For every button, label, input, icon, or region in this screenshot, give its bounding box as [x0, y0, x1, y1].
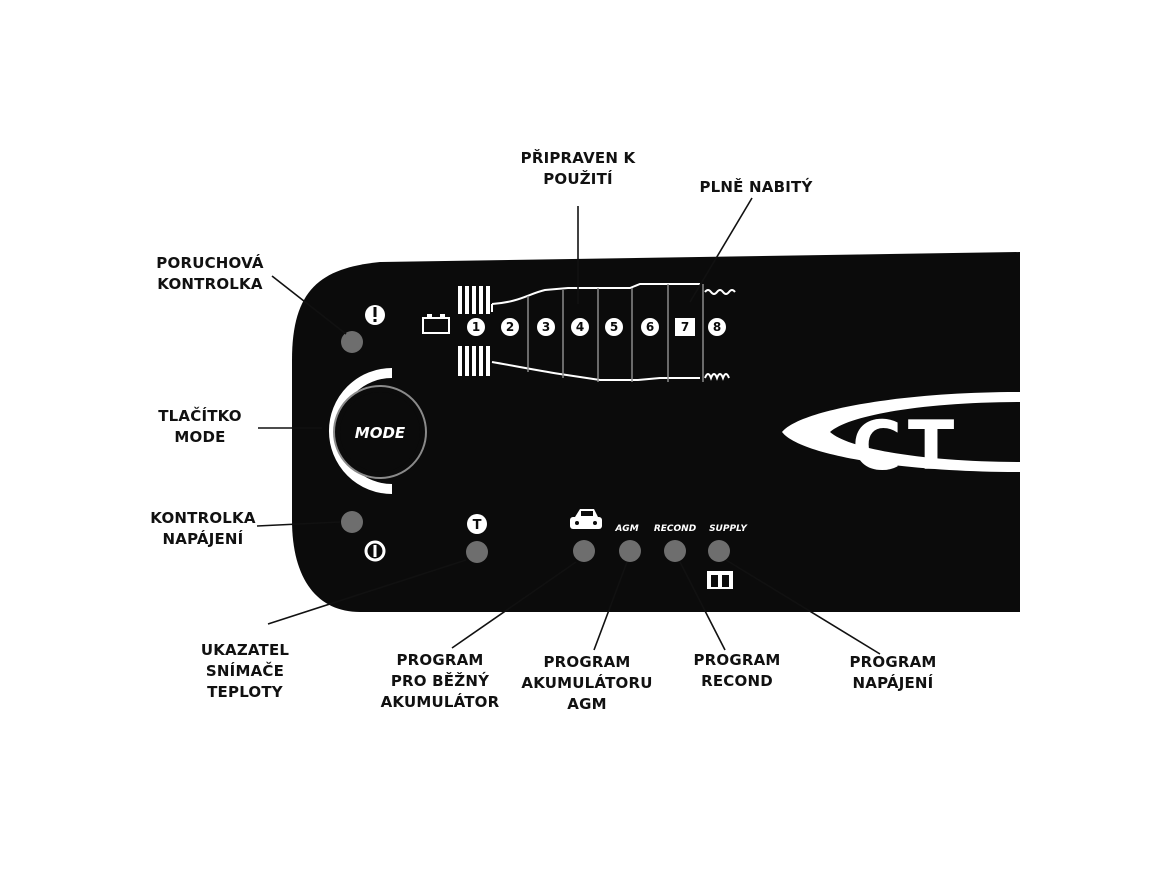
step-indicators: 1 2 3 4 5 6 7 8	[465, 316, 728, 338]
thermometer-icon	[467, 514, 487, 534]
lamp-recond	[664, 540, 686, 562]
step-6-number: 6	[646, 320, 654, 334]
label-program-recond-line-2: RECOND	[701, 672, 773, 690]
label-mode-button: TLAČÍTKO MODE	[145, 406, 255, 448]
mode-button[interactable]: MODE	[329, 368, 427, 494]
step-5-number: 5	[610, 320, 618, 334]
mode-button-label: MODE	[355, 424, 406, 442]
car-icon	[570, 509, 602, 529]
brand-logo-text: CT	[852, 407, 960, 486]
step-7-number: 7	[681, 320, 689, 334]
step-8-number: 8	[713, 320, 721, 334]
label-program-agm-line-3: AGM	[567, 695, 607, 713]
label-program-agm-line-2: AKUMULÁTORU	[521, 674, 653, 692]
label-program-recond: PROGRAM RECOND	[672, 650, 802, 692]
temperature-symbol: T	[473, 518, 482, 533]
lamp-supply	[708, 540, 730, 562]
label-program-supply-line-1: PROGRAM	[849, 653, 937, 671]
step-8	[706, 316, 728, 338]
power-indicator	[341, 511, 386, 562]
step-7	[673, 316, 697, 338]
label-program-agm: PROGRAM AKUMULÁTORU AGM	[512, 652, 662, 715]
label-mode-button-line-2: MODE	[174, 428, 226, 446]
step-5	[603, 316, 625, 338]
error-lamp	[341, 331, 363, 353]
error-indicator	[341, 305, 385, 353]
label-mode-button-line-1: TLAČÍTKO	[158, 407, 242, 425]
label-fully-charged: PLNĚ NABITÝ	[676, 177, 836, 198]
label-program-agm-line-1: PROGRAM	[543, 653, 631, 671]
step-3	[535, 316, 557, 338]
label-ready-to-use-line-1: PŘIPRAVEN K	[520, 149, 636, 167]
battery-icon	[422, 314, 450, 334]
label-program-supply-line-2: NAPÁJENÍ	[852, 674, 934, 692]
label-power-lamp-line-1: KONTROLKA	[150, 509, 256, 527]
label-ready-to-use-line-2: POUŽITÍ	[543, 170, 613, 188]
label-temp-sensor: UKAZATEL SNÍMAČE TEPLOTY	[185, 640, 305, 703]
label-fully-charged-line-1: PLNĚ NABITÝ	[699, 178, 813, 196]
step-1	[465, 316, 487, 338]
mode-agm-label: AGM	[614, 524, 638, 534]
step-3-number: 3	[542, 320, 550, 334]
label-temp-sensor-line-2: SNÍMAČE	[205, 662, 285, 680]
label-program-recond-line-1: PROGRAM	[693, 651, 781, 669]
label-power-lamp-line-2: NAPÁJENÍ	[162, 530, 244, 548]
label-temp-sensor-line-1: UKAZATEL	[200, 641, 290, 659]
step-6	[639, 316, 661, 338]
label-ready-to-use: PŘIPRAVEN K POUŽITÍ	[498, 148, 658, 190]
temperature-lamp	[466, 541, 488, 563]
lamp-normal	[573, 540, 595, 562]
label-program-supply: PROGRAM NAPÁJENÍ	[828, 652, 958, 694]
mode-recond-label: RECOND	[654, 524, 697, 534]
label-program-normal-line-1: PROGRAM	[396, 651, 484, 669]
leader-lines	[256, 197, 881, 655]
step-1-number: 1	[472, 320, 480, 334]
label-error-lamp: PORUCHOVÁ KONTROLKA	[140, 253, 280, 295]
mode-selector-row: AGM RECOND SUPPLY	[570, 509, 748, 589]
power-icon	[364, 540, 386, 562]
step-2-number: 2	[506, 320, 514, 334]
label-program-normal: PROGRAM PRO BĚŽNÝ AKUMULÁTOR	[370, 650, 510, 713]
label-error-lamp-line-1: PORUCHOVÁ	[156, 254, 264, 272]
label-temp-sensor-line-3: TEPLOTY	[207, 683, 283, 701]
label-error-lamp-line-2: KONTROLKA	[157, 275, 263, 293]
mode-supply-label: SUPPLY	[709, 524, 748, 534]
label-program-normal-line-2: PRO BĚŽNÝ	[390, 672, 490, 690]
temperature-indicator: T	[466, 514, 488, 563]
manual-book-icon	[707, 571, 733, 589]
step-2	[499, 316, 521, 338]
step-4	[569, 316, 591, 338]
step-4-number: 4	[576, 320, 584, 334]
charging-curve-graph: 1 2 3 4 5 6 7 8	[422, 283, 736, 382]
label-power-lamp: KONTROLKA NAPÁJENÍ	[138, 508, 268, 550]
brand-logo: CT	[782, 380, 1040, 490]
power-lamp	[341, 511, 363, 533]
lamp-agm	[619, 540, 641, 562]
label-program-normal-line-3: AKUMULÁTOR	[380, 693, 500, 711]
